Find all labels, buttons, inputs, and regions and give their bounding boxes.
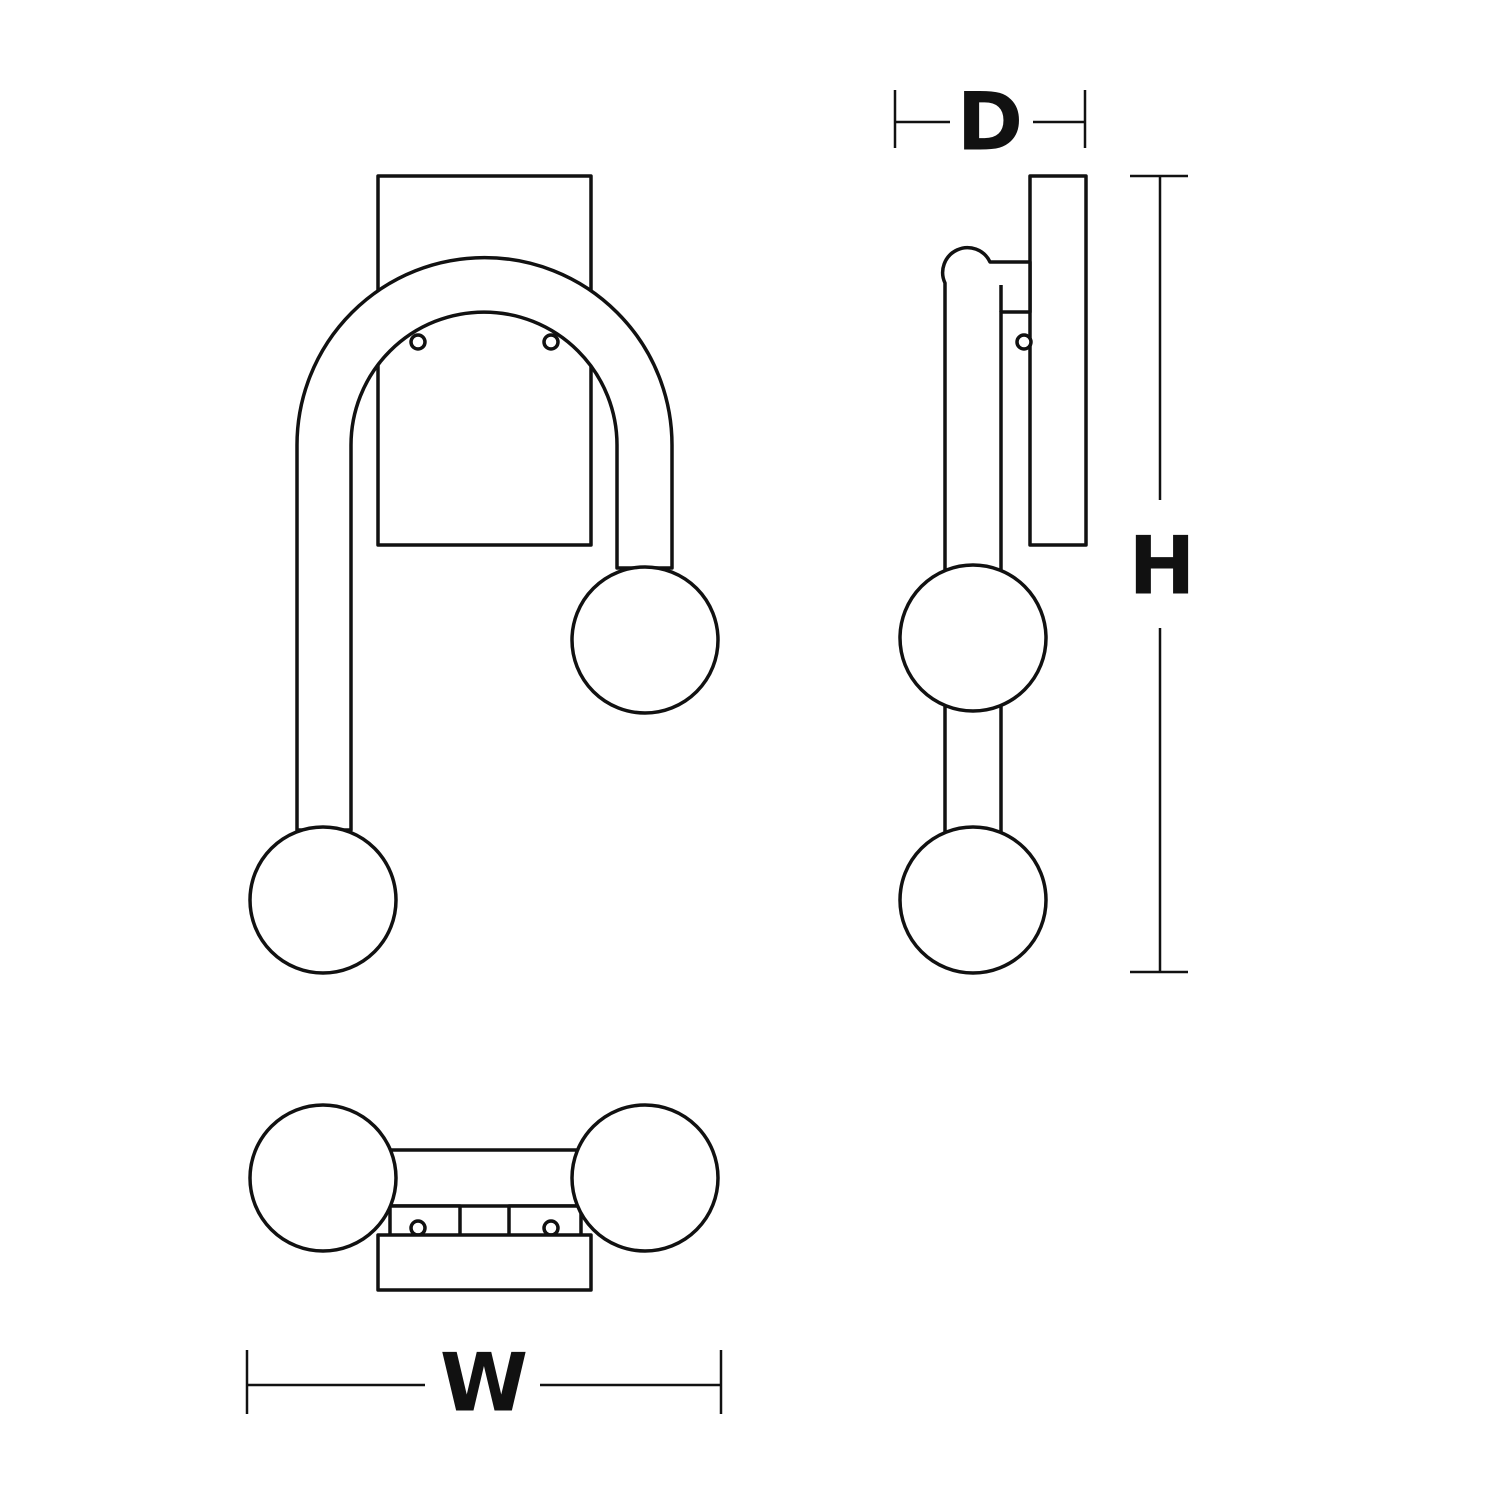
top-screw-right	[542, 1219, 560, 1237]
front-screw-left	[409, 333, 427, 351]
side-arm	[940, 245, 1032, 572]
side-globe-lower	[898, 825, 1048, 975]
top-globe-left	[248, 1103, 398, 1253]
front-curved-arm	[295, 255, 674, 832]
width-label: W	[440, 1337, 528, 1430]
front-screw-right	[542, 333, 560, 351]
front-wall-plate	[376, 174, 593, 547]
top-crossbar	[378, 1148, 592, 1208]
top-wall-plate	[376, 1233, 593, 1292]
front-globe-lower	[248, 825, 398, 975]
top-view	[248, 1103, 720, 1292]
side-globe-upper	[898, 563, 1048, 713]
top-globe-right	[570, 1103, 720, 1253]
depth-label: D	[957, 76, 1023, 169]
depth-dimension: D	[893, 76, 1087, 169]
side-view	[898, 174, 1088, 975]
front-view	[248, 174, 720, 975]
height-label: H	[1129, 520, 1196, 613]
height-dimension: H	[1129, 174, 1196, 974]
top-screw-left	[409, 1219, 427, 1237]
side-wall-plate	[1028, 174, 1088, 547]
side-lower-tube	[943, 698, 1003, 842]
side-screw	[1015, 333, 1033, 351]
front-globe-upper	[570, 565, 720, 715]
width-dimension: W	[245, 1337, 723, 1430]
